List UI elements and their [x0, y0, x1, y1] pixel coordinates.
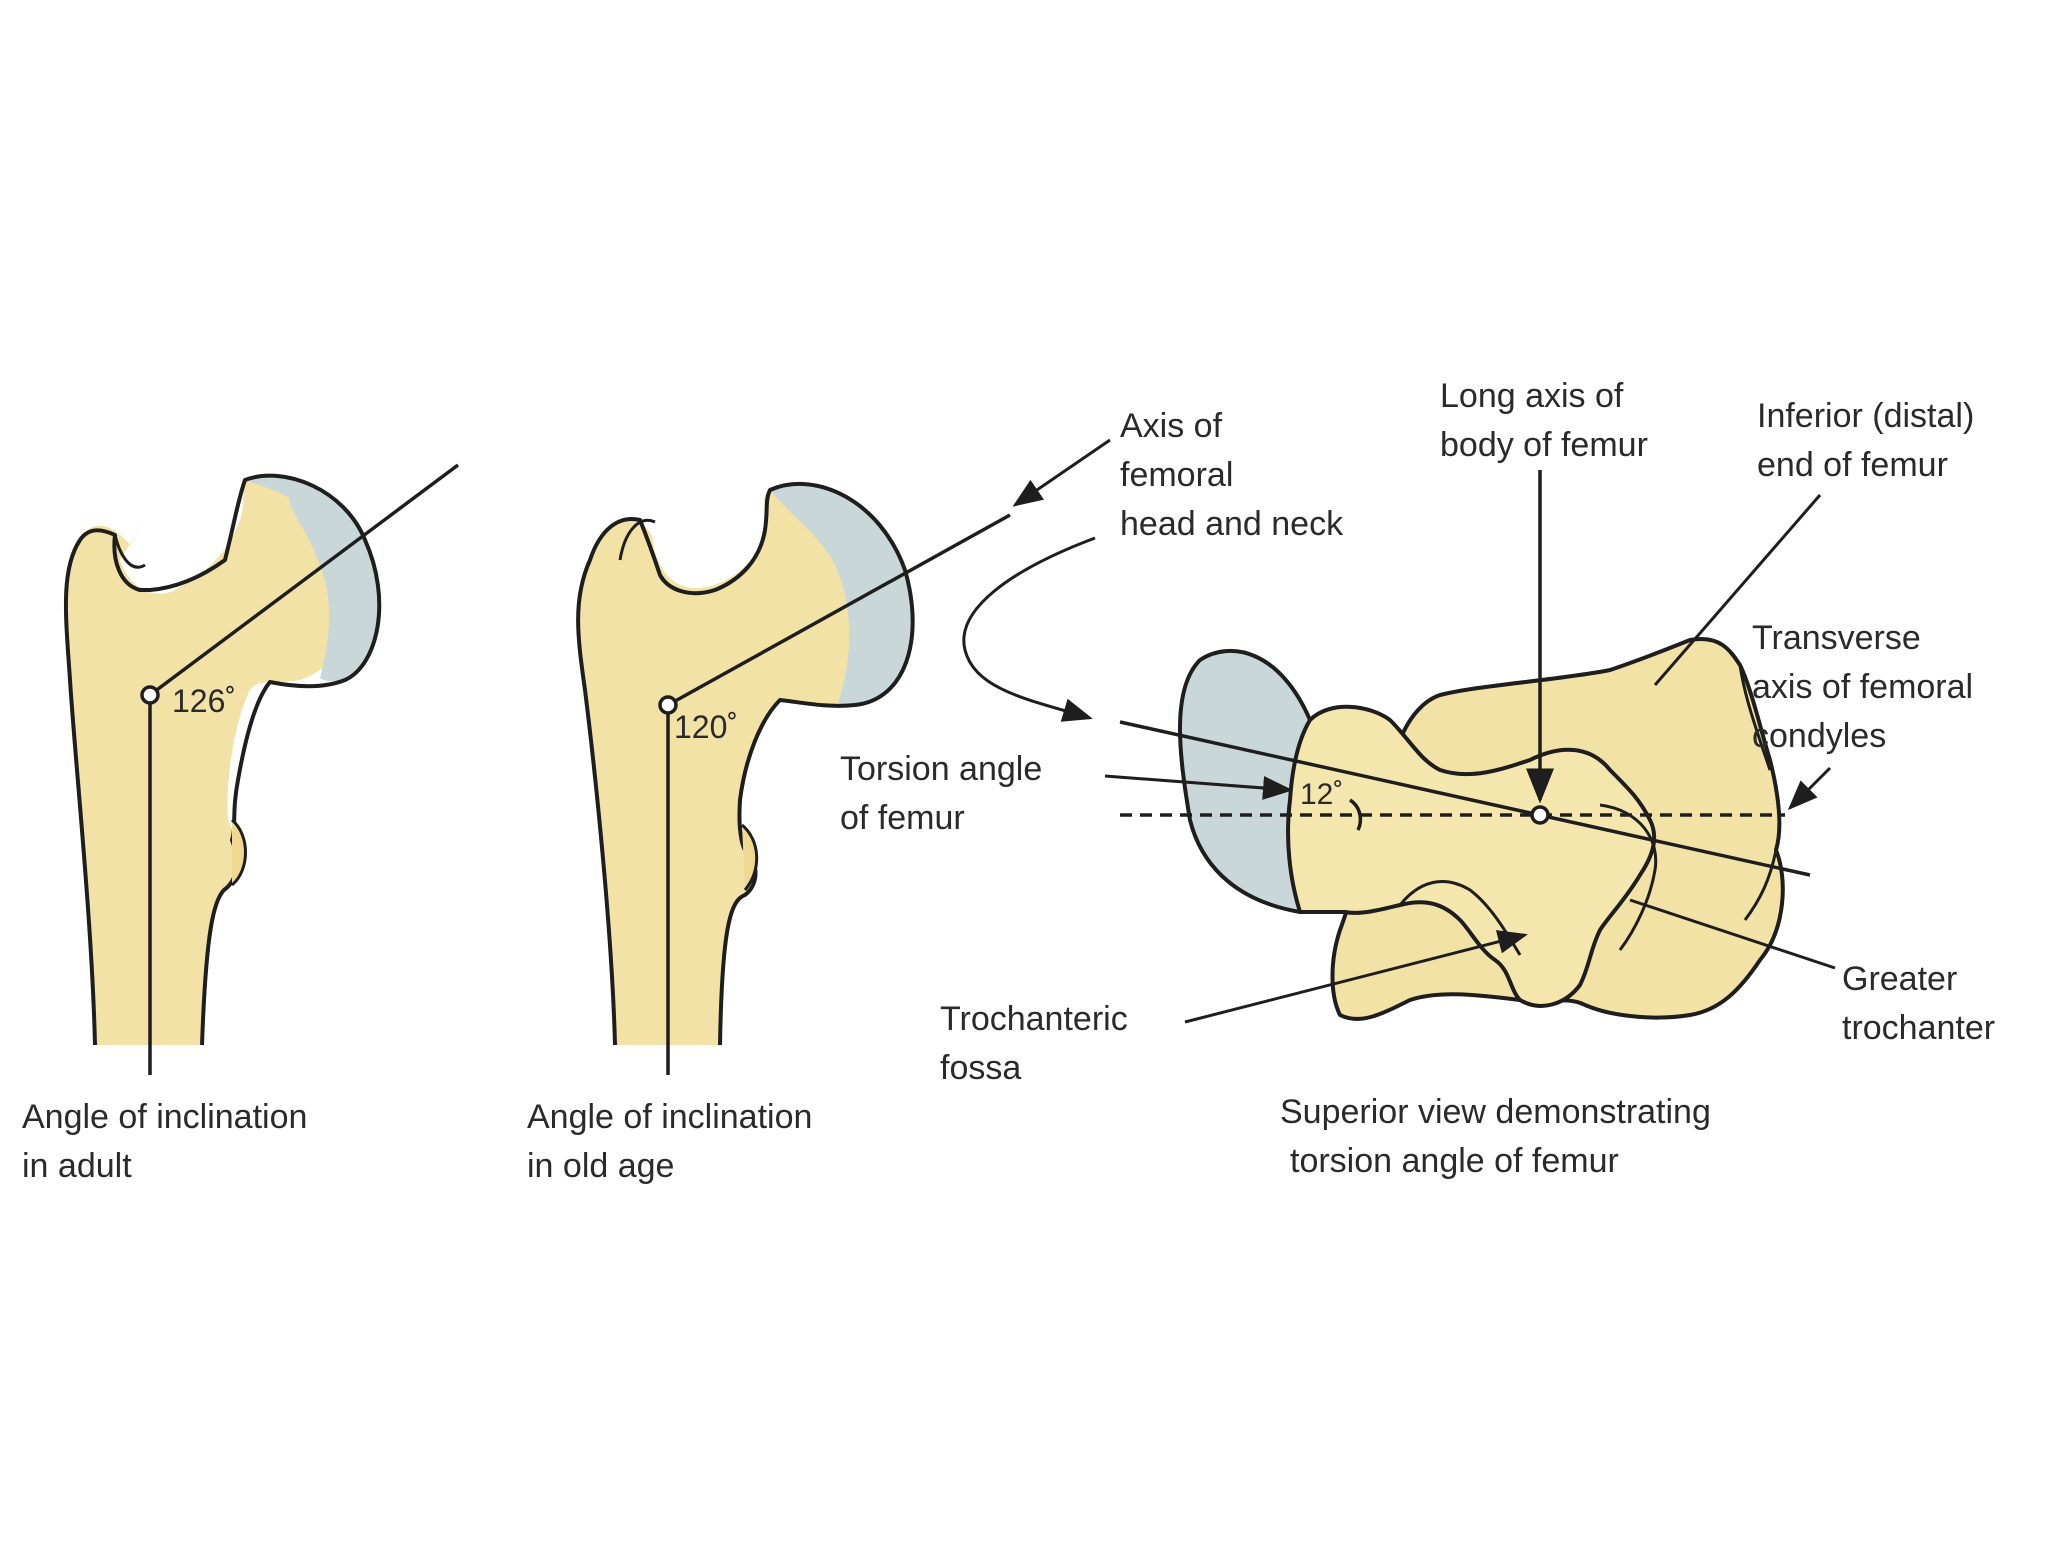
trochanteric-fossa-line-2: fossa [940, 1049, 1022, 1087]
axis-head-neck-line-2: femoral [1120, 456, 1234, 494]
superior-vertex [1530, 805, 1550, 825]
femur-adult-trochanter-notch [113, 534, 146, 569]
femur-old-head [770, 483, 913, 706]
axis-lines [148, 463, 1811, 1075]
leader-curve-head-neck [962, 536, 1096, 722]
torsion-angle-label: Torsion angle of femur [840, 745, 1042, 843]
axis-head-neck-line-1: Axis of [1120, 407, 1223, 445]
femur-old-outline [576, 481, 915, 1046]
inferior-end-label: Inferior (distal) end of femur [1757, 392, 1974, 490]
greater-trochanter-label: Greater trochanter [1842, 955, 1995, 1053]
femoral-neck-superior [1286, 704, 1657, 1008]
femur-old-lesser-trochanter [740, 823, 759, 891]
leader-transverse [1787, 766, 1832, 811]
superior-caption: Superior view demonstrating torsion angl… [1280, 1088, 1711, 1186]
femur-superior-view [1178, 637, 1785, 1021]
adult-vertex [140, 685, 160, 705]
angle-vertices [140, 685, 1550, 825]
leader-fossa [1184, 930, 1528, 1024]
femur-adult-head [245, 475, 380, 682]
axis-head-neck-label: Axis of femoral head and neck [1120, 402, 1343, 549]
adult-neck-axis [148, 463, 460, 697]
transverse-axis-line-1: Transverse [1752, 619, 1921, 657]
transverse-axis-line-2: axis of femoral [1752, 668, 1974, 706]
femur-adult [63, 473, 382, 1046]
head-neck-axis-superior [1119, 720, 1811, 877]
old-vertex [658, 695, 678, 715]
adult-caption-line-1: Angle of inclination [22, 1098, 308, 1136]
inferior-end-line-2: end of femur [1757, 446, 1948, 484]
superior-caption-line-2: torsion angle of femur [1290, 1142, 1619, 1180]
adult-caption: Angle of inclination in adult [22, 1093, 307, 1191]
inferior-end-line-1: Inferior (distal) [1757, 397, 1975, 435]
old-age-caption-line-1: Angle of inclination [527, 1098, 813, 1136]
axis-head-neck-line-3: head and neck [1120, 505, 1344, 543]
femur-adult-lesser-trochanter [230, 818, 247, 887]
adult-angle-label: 126˚ [172, 683, 236, 719]
greater-trochanter-line-2: trochanter [1842, 1009, 1996, 1047]
transverse-axis-line-3: condyles [1752, 717, 1887, 755]
superior-caption-line-1: Superior view demonstrating [1280, 1093, 1711, 1131]
leader-axis-head-neck [1012, 438, 1111, 507]
adult-caption-line-2: in adult [22, 1147, 132, 1185]
old-neck-axis [667, 513, 1011, 707]
old-age-caption-line-2: in old age [527, 1147, 675, 1185]
torsion-arc [1348, 798, 1363, 831]
torsion-angle-line-2: of femur [840, 799, 965, 837]
transverse-axis-label: Transverse axis of femoral condyles [1752, 614, 1973, 761]
old-age-caption: Angle of inclination in old age [527, 1093, 812, 1191]
trochanteric-fossa-line-1: Trochanteric [940, 1000, 1128, 1038]
leader-greater-trochanter [1629, 898, 1836, 970]
femur-old-shaft [578, 488, 909, 1045]
femur-old-trochanter-tip [618, 518, 656, 561]
torsion-value-label: 12˚ [1300, 778, 1343, 811]
long-axis-line-2: body of femur [1440, 426, 1648, 464]
old-age-angle-label: 120˚ [674, 709, 738, 745]
femur-adult-shaft [65, 479, 351, 1045]
long-axis-label: Long axis of body of femur [1440, 372, 1648, 470]
leader-lines [962, 438, 1836, 1024]
long-axis-line-1: Long axis of [1440, 377, 1624, 415]
condyle-division [1738, 664, 1778, 921]
trochanteric-fossa-label: Trochanteric fossa [940, 995, 1128, 1093]
greater-trochanter-line-1: Greater [1842, 960, 1958, 998]
leader-inferior-end [1653, 494, 1822, 686]
leader-torsion [1104, 774, 1293, 800]
femur-old-age [576, 481, 915, 1046]
torsion-angle-line-1: Torsion angle [840, 750, 1043, 788]
